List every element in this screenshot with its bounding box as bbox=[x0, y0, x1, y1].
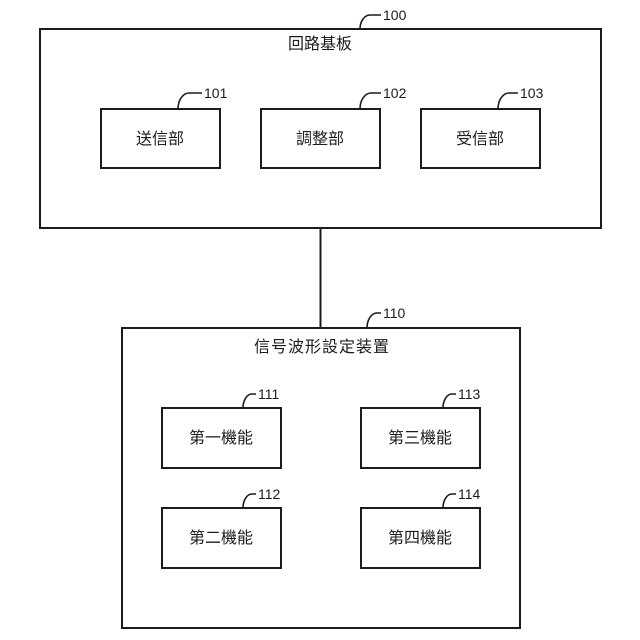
leader-line-110 bbox=[366, 312, 381, 329]
ref-label-114: 114 bbox=[458, 486, 481, 502]
leader-line-102 bbox=[359, 92, 381, 110]
leader-line-101 bbox=[177, 92, 202, 110]
function-2-label: 第二機能 bbox=[189, 529, 253, 547]
function-3-box bbox=[360, 407, 481, 469]
transmitter-box bbox=[100, 108, 221, 169]
signal-device-box bbox=[121, 327, 521, 629]
leader-line-114 bbox=[442, 493, 456, 509]
function-111-group: 第一機能 111 bbox=[161, 386, 282, 469]
function-114-group: 第四機能 114 bbox=[360, 486, 481, 569]
ref-label-112: 112 bbox=[258, 486, 281, 502]
leader-line-100 bbox=[359, 14, 381, 30]
function-4-box bbox=[360, 507, 481, 569]
ref-label-102: 102 bbox=[383, 85, 407, 101]
function-1-label: 第一機能 bbox=[189, 429, 253, 447]
circuit-board-group: 回路基板 100 送信部 101 調整部 102 受信部 bbox=[39, 7, 602, 229]
function-2-box bbox=[161, 507, 282, 569]
unit-102-group: 調整部 102 bbox=[260, 85, 407, 169]
ref-label-110: 110 bbox=[383, 305, 406, 321]
circuit-board-title: 回路基板 bbox=[288, 35, 352, 53]
adjuster-box bbox=[260, 108, 381, 169]
receiver-label: 受信部 bbox=[456, 130, 504, 148]
leader-line-111 bbox=[242, 393, 256, 409]
receiver-box bbox=[420, 108, 541, 169]
function-1-box bbox=[161, 407, 282, 469]
transmitter-label: 送信部 bbox=[136, 130, 184, 148]
leader-line-112 bbox=[242, 493, 256, 509]
function-112-group: 第二機能 112 bbox=[161, 486, 282, 569]
leader-line-103 bbox=[497, 92, 518, 110]
unit-103-group: 受信部 103 bbox=[420, 85, 544, 169]
signal-device-title: 信号波形設定装置 bbox=[254, 338, 390, 356]
function-113-group: 第三機能 113 bbox=[360, 386, 481, 469]
ref-label-111: 111 bbox=[258, 386, 279, 402]
ref-label-113: 113 bbox=[458, 386, 481, 402]
leader-line-113 bbox=[442, 393, 456, 409]
function-3-label: 第三機能 bbox=[388, 429, 452, 447]
unit-101-group: 送信部 101 bbox=[100, 85, 228, 169]
ref-label-101: 101 bbox=[204, 85, 228, 101]
function-4-label: 第四機能 bbox=[388, 529, 452, 547]
adjuster-label: 調整部 bbox=[296, 130, 344, 148]
ref-label-103: 103 bbox=[520, 85, 544, 101]
signal-device-group: 信号波形設定装置 110 第一機能 111 第二機能 112 第三機能 bbox=[121, 305, 521, 629]
ref-label-100: 100 bbox=[383, 7, 407, 23]
